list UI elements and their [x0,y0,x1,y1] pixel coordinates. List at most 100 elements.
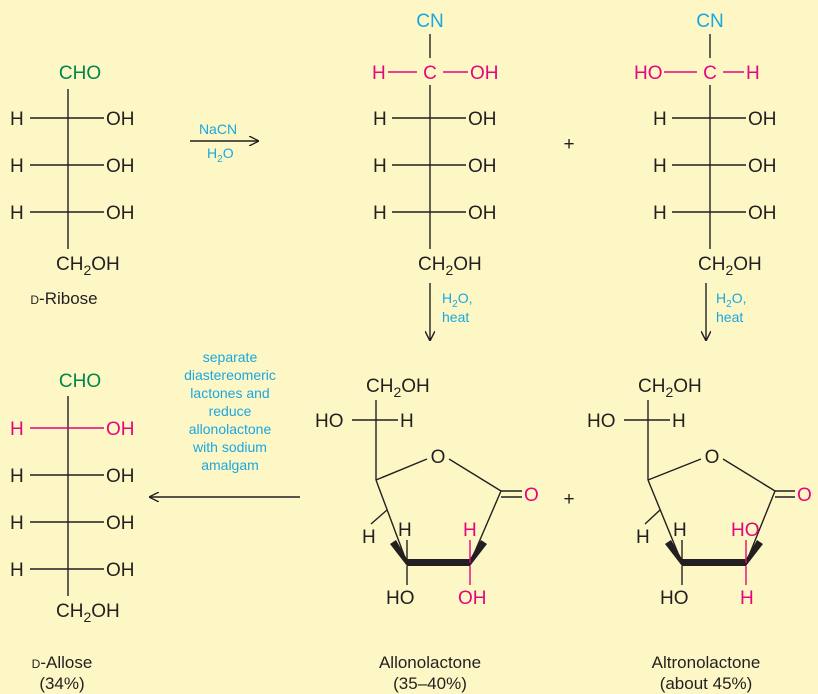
altronolactone-ring-bond-2 [722,458,776,492]
allonolactone-c2-down: OH [458,588,487,609]
altronolactone-c3-oh: HO [660,588,689,609]
altronolactone-name: Altronolactone [652,653,761,672]
plus-sign-top: + [563,134,574,155]
allonolactone-carbonyl-oxygen: O [524,485,539,506]
cyanohydrin-1-new-right: OH [470,63,499,84]
allonolactone-ring-bond-4 [375,479,408,564]
ribose-row-1-right: OH [106,109,135,130]
step3-line-3: lactones and [190,385,269,401]
cyanohydrin-2-row-3-right: OH [748,203,777,224]
cyanohydrin-2-row-2-left: H [653,156,667,177]
cyanohydrin-1-ch2oh: CH2OH [418,254,482,278]
allonolactone-c4-h-bond [370,509,388,525]
allose-row-3-left: H [10,513,24,534]
allonolactone-c3-oh: HO [386,588,415,609]
altronolactone-c2-down: H [740,588,754,609]
step2-left-line2: heat [442,309,469,325]
altronolactone-structure: CH2OH HO H O O H H HO HO H Altronolacton… [587,376,812,693]
altronolactone-ring-oxygen: O [705,447,720,468]
step1-reagent-bottom: H2O [207,145,234,165]
cyanohydrin-1-new-left: H [372,63,386,84]
allose-yield: (34%) [39,674,84,693]
altronolactone-side-left: HO [587,411,616,432]
step3-line-6: with sodium [192,439,267,455]
cyanohydrin-1-row-2-right: OH [468,156,497,177]
cyanohydrin-1-row-1-left: H [373,109,387,130]
step2-right-line2: heat [716,309,743,325]
step3-line-2: diastereomeric [184,367,276,383]
allonolactone-ring-wedge [390,540,487,566]
cyanohydrin-1-row-3-right: OH [468,203,497,224]
allonolactone-ring-oxygen: O [431,447,446,468]
allonolactone-structure: CH2OH HO H O O H H H HO OH Allonolactone… [315,376,539,693]
altronolactone-yield: (about 45%) [660,674,753,693]
altronolactone-c4-h-bond [644,509,661,525]
cyanohydrin-2-row-2-right: OH [748,156,777,177]
cyanohydrin-1-row-2-left: H [373,156,387,177]
allonolactone-c2-up: H [463,520,477,541]
allose-ch2oh: CH2OH [56,601,120,625]
cyanohydrin-2-ch2oh: CH2OH [698,254,762,278]
ribose-name: D-Ribose [30,289,97,308]
allose-row-4-right: OH [106,560,135,581]
ribose-row-2-right: OH [106,156,135,177]
ribose-row-3-left: H [10,203,24,224]
cyanohydrin-1-structure: CN H C OH H OH H OH H OH CH2OH [372,11,499,278]
step2-arrow-left-group: H2O, heat [430,283,472,340]
step1-reagent-top: NaCN [199,121,237,137]
ribose-row-2-left: H [10,156,24,177]
cyanohydrin-1-new-center: C [423,63,437,84]
allose-name: D-Allose [32,653,93,672]
altronolactone-ch2oh: CH2OH [638,376,702,400]
allose-row-1-left: H [10,419,24,440]
allose-structure: CHO H OH H OH H OH H OH CH2OH D-Allose (… [10,371,135,693]
altronolactone-side-right: H [672,411,686,432]
allonolactone-c3-h: H [398,520,412,541]
allose-row-2-left: H [10,466,24,487]
cyanohydrin-2-new-left: HO [634,63,663,84]
cyanohydrin-2-row-3-left: H [653,203,667,224]
allose-row-2-right: OH [106,466,135,487]
cyanohydrin-1-cn: CN [416,11,443,32]
ribose-row-1-left: H [10,109,24,130]
cyanohydrin-2-new-center: C [703,63,717,84]
allonolactone-ring-bond-2 [448,458,502,492]
step3-line-7: amalgam [201,457,259,473]
ribose-row-3-right: OH [106,203,135,224]
altronolactone-ring-wedge [665,540,763,566]
step1-arrow-group: NaCN H2O [190,121,258,165]
step3-line-1: separate [203,349,258,365]
step2-left-line1: H2O, [442,290,472,310]
step3-line-4: reduce [209,403,252,419]
ribose-ch2oh: CH2OH [56,254,120,278]
allonolactone-side-right: H [400,411,414,432]
allose-cho: CHO [59,371,101,392]
ribose-cho: CHO [59,63,101,84]
altronolactone-c2-up: HO [731,520,760,541]
altronolactone-carbonyl-oxygen: O [797,485,812,506]
step3-arrow-group: separate diastereomeric lactones and red… [150,349,300,497]
step2-arrow-right-group: H2O, heat [706,283,746,340]
cyanohydrin-2-row-1-right: OH [748,109,777,130]
plus-sign-bottom: + [563,489,574,510]
allonolactone-ch2oh: CH2OH [366,376,430,400]
altronolactone-c3-h: H [673,520,687,541]
cyanohydrin-1-row-3-left: H [373,203,387,224]
allose-row-4-left: H [10,560,24,581]
allose-row-3-right: OH [106,513,135,534]
allonolactone-c4-h: H [362,527,376,548]
ribose-structure: CHO H OH H OH H OH CH2OH D-Ribose [10,63,135,308]
altronolactone-ring-bond-4 [647,479,683,564]
altronolactone-c4-h: H [636,527,650,548]
step2-right-line1: H2O, [716,290,746,310]
cyanohydrin-2-row-1-left: H [653,109,667,130]
cyanohydrin-1-row-1-right: OH [468,109,497,130]
step3-line-5: allonolactone [189,421,272,437]
cyanohydrin-2-structure: CN HO C H H OH H OH H OH CH2OH [634,11,777,278]
allonolactone-yield: (35–40%) [393,674,467,693]
altronolactone-ring-bond-1 [647,458,702,481]
allonolactone-ring-bond-1 [375,458,428,481]
allonolactone-side-left: HO [315,411,344,432]
cyanohydrin-2-new-right: H [746,63,760,84]
